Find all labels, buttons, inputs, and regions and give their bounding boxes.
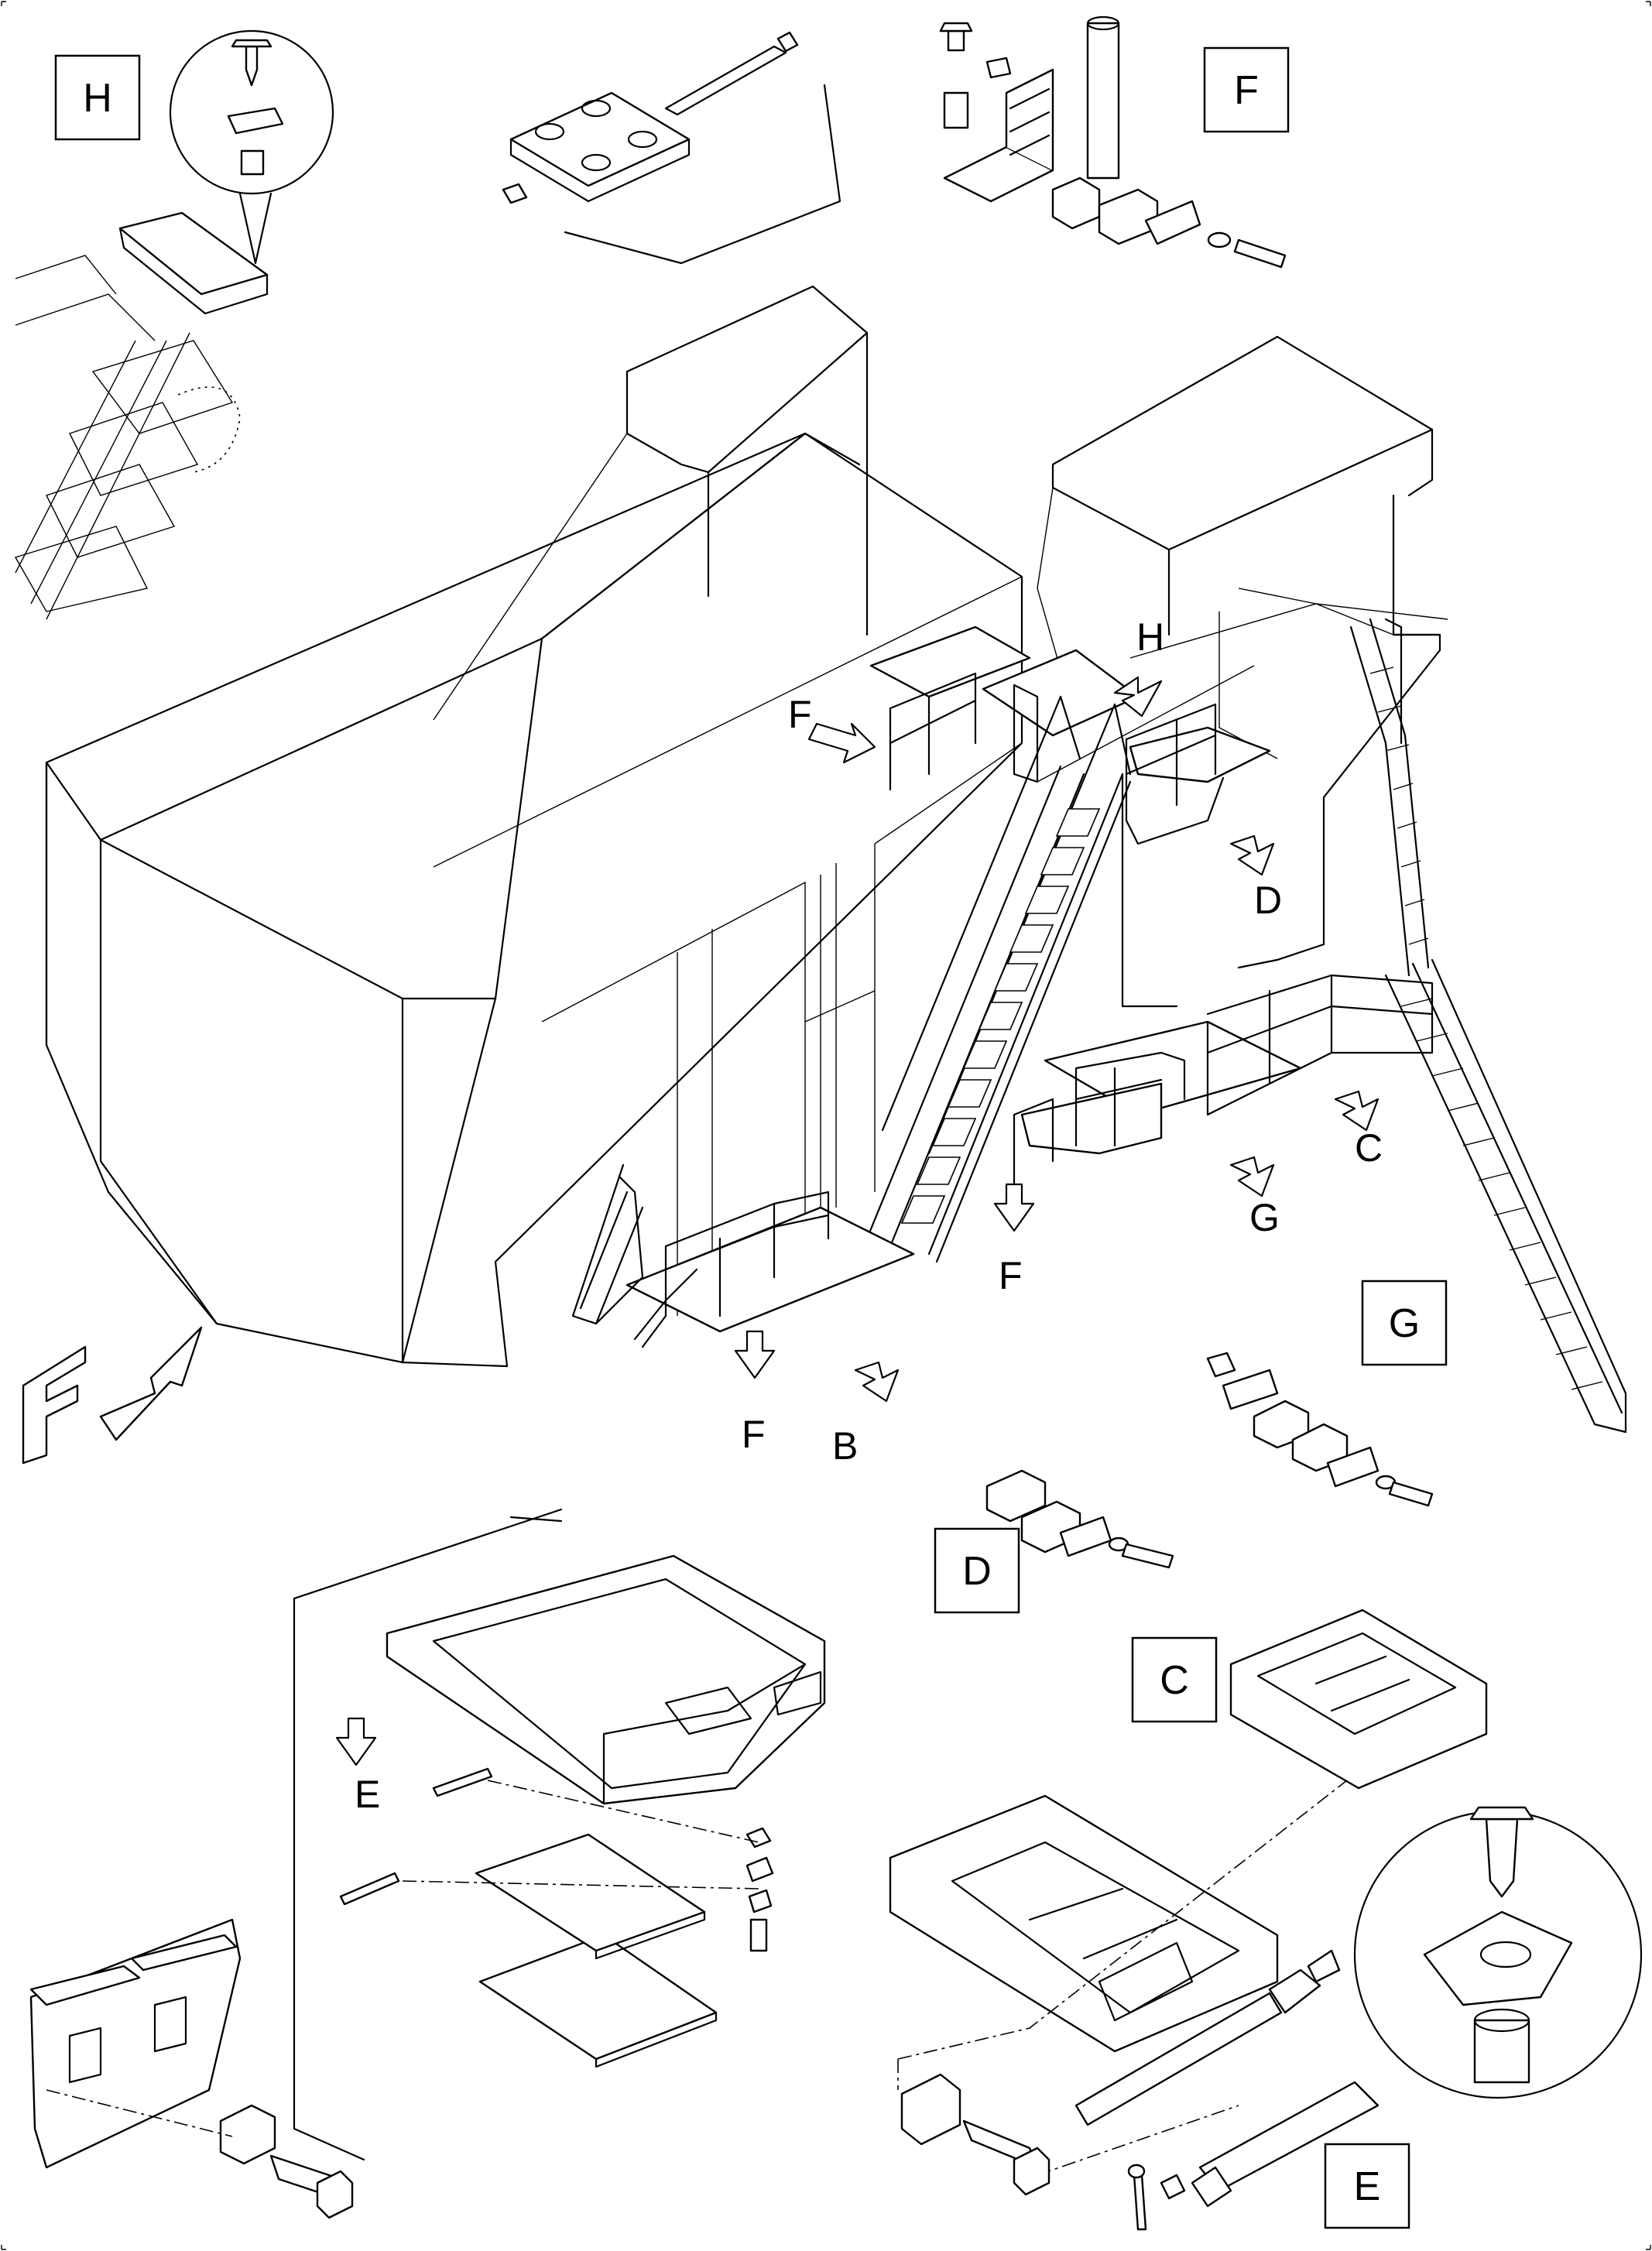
view-label-d: D (1254, 879, 1282, 922)
detail-f (939, 15, 1287, 269)
view-label-box-e: E (1324, 2143, 1410, 2229)
svg-text:H: H (83, 76, 112, 121)
view-label-c: C (1355, 1126, 1383, 1170)
step-frame-assembly (889, 1609, 1643, 2231)
view-label-f-mid: F (999, 1254, 1023, 1297)
view-label-box-d: D (934, 1527, 1020, 1614)
view-label-f-top: F (788, 693, 812, 736)
platform-assembly (29, 1508, 826, 2219)
svg-text:E: E (1354, 2164, 1381, 2209)
detail-h (14, 29, 334, 620)
side-ladder (1349, 618, 1627, 1434)
svg-text:G: G (1389, 1301, 1420, 1346)
detail-g-d-clamps (985, 1352, 1434, 1569)
view-arrows (99, 676, 1380, 1766)
front-direction-symbol (22, 1345, 87, 1465)
main-staircase (865, 695, 1132, 1263)
view-label-f-low: F (742, 1413, 766, 1456)
view-label-box-g: G (1361, 1280, 1448, 1366)
view-label-box-h: H (54, 54, 141, 141)
view-label-b: B (832, 1424, 858, 1468)
lower-walkway (571, 974, 1434, 1348)
view-label-box-f: F (1203, 46, 1290, 133)
machine-body (45, 285, 1448, 1368)
view-label-g: G (1249, 1196, 1280, 1239)
svg-text:C: C (1160, 1658, 1189, 1703)
svg-text:F: F (1234, 68, 1259, 113)
hinge-detail (502, 31, 841, 265)
view-label-box-c: C (1131, 1636, 1218, 1723)
view-label-e: E (355, 1773, 380, 1816)
view-label-h: H (1136, 615, 1164, 659)
upper-platform (869, 625, 1271, 845)
svg-text:D: D (962, 1549, 992, 1594)
